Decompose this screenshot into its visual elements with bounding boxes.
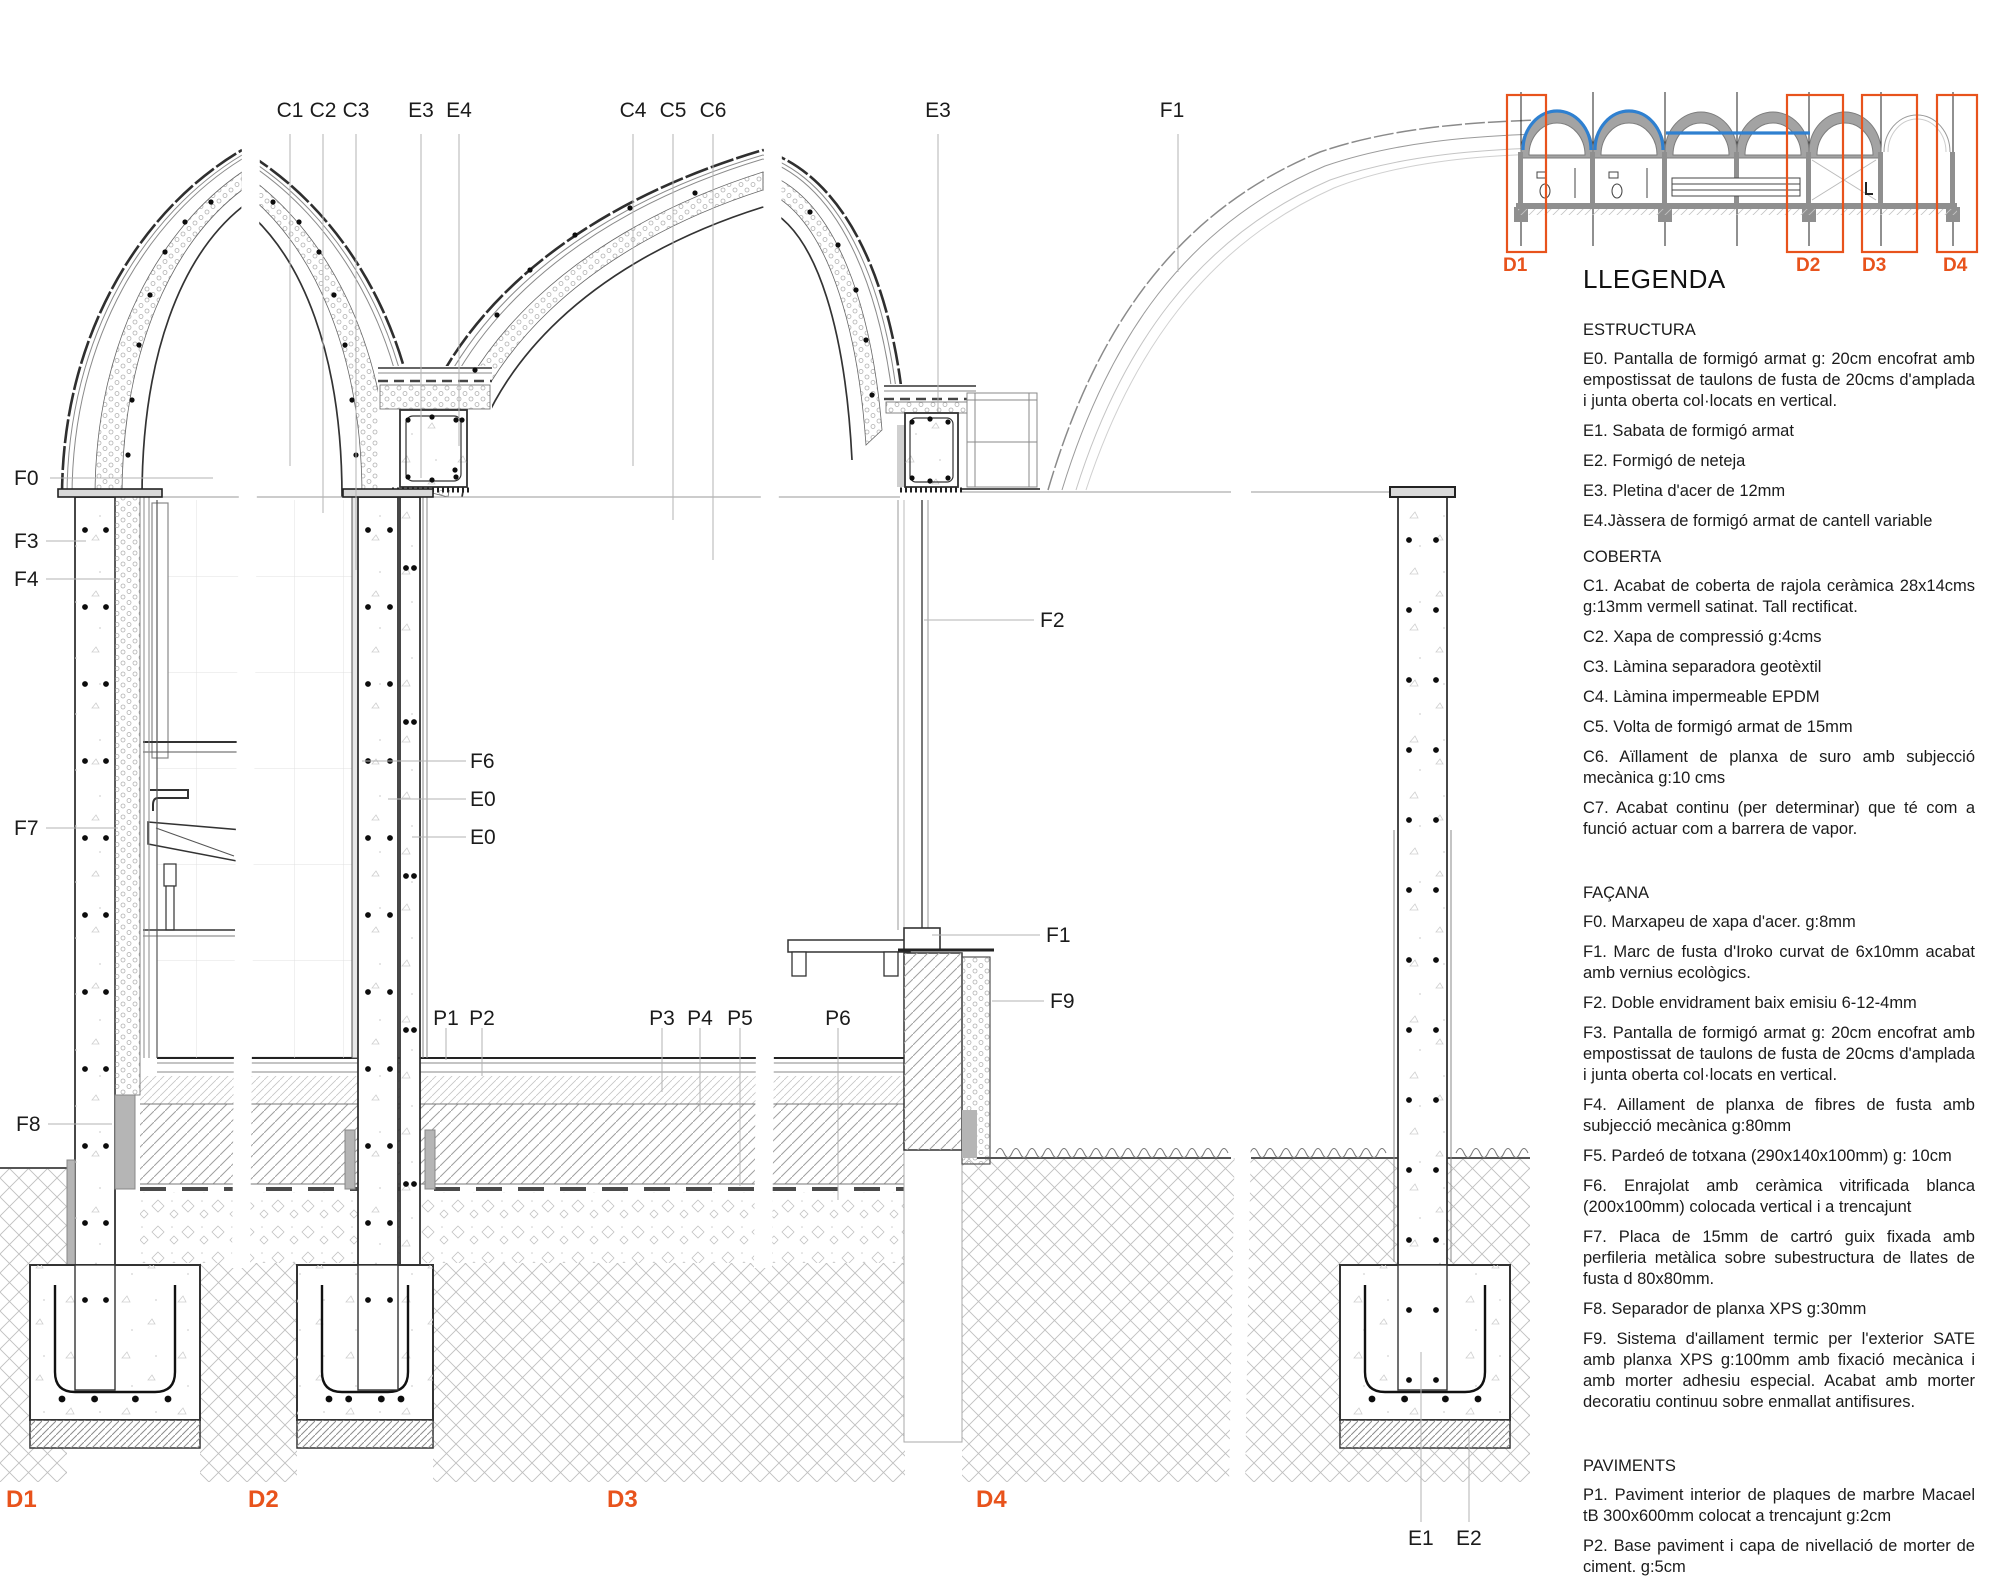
callout-p1: P1 <box>433 1007 459 1030</box>
bench <box>787 939 911 953</box>
drain-pipe <box>165 885 175 931</box>
callout-f8: F8 <box>16 1113 41 1136</box>
valley-beam-e4 <box>378 366 492 493</box>
wall-d1 <box>57 488 163 1266</box>
callout-p2: P2 <box>469 1007 495 1030</box>
legend: LLEGENDA ESTRUCTURA E0. Pantalla de formi… <box>1583 264 1975 1579</box>
detail-label-d3: D3 <box>607 1486 638 1513</box>
legend-item: F7. Placa de 15mm de cartró guix fixada … <box>1583 1228 1975 1288</box>
callout-f3: F3 <box>14 530 39 553</box>
callout-f7: F7 <box>14 817 39 840</box>
legend-item: C7. Acabat continu (per determinar) que … <box>1583 799 1975 838</box>
legend-item: E4.Jàssera de formigó armat de cantell v… <box>1583 512 1933 530</box>
legend-item: F4. Aillament de planxa de fibres de fus… <box>1583 1096 1975 1135</box>
callout-e1: E1 <box>1408 1527 1434 1550</box>
keyplan-marker-d3: D3 <box>1862 255 1887 276</box>
leader-lines <box>46 134 1470 1522</box>
end-arch-frame <box>962 119 1541 493</box>
iroko-frame <box>903 927 941 951</box>
clerestory-box <box>966 392 1038 488</box>
legend-item: E2. Formigó de neteja <box>1583 452 1746 470</box>
callout-p3: P3 <box>649 1007 675 1030</box>
callout-p4: P4 <box>687 1007 713 1030</box>
callout-e2: E2 <box>1456 1527 1482 1550</box>
callout-e3-top-3: E3 <box>408 99 434 122</box>
legend-section-heading: COBERTA <box>1583 548 1662 566</box>
callout-c2-top-1: C2 <box>309 99 337 122</box>
callout-p6: P6 <box>825 1007 851 1030</box>
legend-item: P1. Paviment interior de plaques de marb… <box>1583 1486 1975 1525</box>
mirror <box>151 502 169 759</box>
wall-d4 <box>1389 486 1456 1266</box>
keyplan-marker-d1: D1 <box>1503 255 1528 276</box>
legend-title: LLEGENDA <box>1583 264 1726 294</box>
legend-item: C2. Xapa de compressió g:4cms <box>1583 628 1822 646</box>
legend-item: F5. Pardeó de totxana (290x140x100mm) g:… <box>1583 1147 1952 1165</box>
legend-item: F6. Enrajolat amb ceràmica vitrificada b… <box>1583 1177 1975 1216</box>
legend-item: F9. Sistema d'aillament termic per l'ext… <box>1583 1330 1975 1411</box>
legend-section-heading: PAVIMENTS <box>1583 1457 1676 1475</box>
callout-e3-top-8: E3 <box>925 99 951 122</box>
legend-item: C5. Volta de formigó armat de 15mm <box>1583 718 1853 736</box>
wall-d2 <box>342 488 436 1266</box>
legend-item: P2. Base paviment i capa de nivellació d… <box>1583 1537 1975 1576</box>
legend-item: C4. Làmina impermeable EPDM <box>1583 688 1820 706</box>
callout-f2-3: F2 <box>1040 609 1065 632</box>
detail-markers <box>1505 93 1979 254</box>
callout-f9-5: F9 <box>1050 990 1075 1013</box>
legend-item: E3. Pletina d'acer de 12mm <box>1583 482 1786 500</box>
window-d3 <box>787 500 994 1443</box>
callout-c4-top-5: C4 <box>619 99 647 122</box>
legend-item: E0. Pantalla de formigó armat g: 20cm en… <box>1583 350 1975 410</box>
callout-e0-2: E0 <box>470 826 496 849</box>
legend-item: F1. Marc de fusta d'Iroko curvat de 6x10… <box>1583 943 1975 982</box>
legend-item: E1. Sabata de formigó armat <box>1583 422 1794 440</box>
legend-item: C3. Làmina separadora geotèxtil <box>1583 658 1822 676</box>
callout-f1-top-9: F1 <box>1159 99 1185 122</box>
legend-item: F2. Doble envidrament baix emisiu 6-12-4… <box>1583 994 1917 1012</box>
callout-p5: P5 <box>727 1007 753 1030</box>
callout-c6-top-7: C6 <box>699 99 727 122</box>
floor-buildup <box>140 1057 905 1263</box>
callout-e0-1: E0 <box>470 788 496 811</box>
callout-f4: F4 <box>14 568 39 591</box>
legend-item: C1. Acabat de coberta de rajola ceràmica… <box>1583 577 1975 616</box>
break-lines <box>232 138 1251 1486</box>
callout-c1-top-0: C1 <box>276 99 304 122</box>
legend-item: F0. Marxapeu de xapa d'acer. g:8mm <box>1583 913 1856 931</box>
faucet <box>150 789 189 811</box>
callout-f0: F0 <box>14 467 39 490</box>
legend-item: F8. Separador de planxa XPS g:30mm <box>1583 1300 1867 1318</box>
exterior-grade <box>977 1148 1530 1159</box>
key-plan <box>1505 92 1979 254</box>
callout-e4-top-4: E4 <box>446 99 472 122</box>
legend-section-heading: ESTRUCTURA <box>1583 321 1696 339</box>
legend-item: C6. Aïllament de planxa de suro amb subj… <box>1583 748 1975 787</box>
callout-f6-0: F6 <box>470 750 495 773</box>
detail-label-d4: D4 <box>976 1486 1007 1513</box>
legend-section-heading: FAÇANA <box>1583 884 1650 902</box>
callout-c5-top-6: C5 <box>659 99 687 122</box>
detail-label-d1: D1 <box>6 1486 37 1513</box>
keyplan-marker-d4: D4 <box>1943 255 1968 276</box>
steel-sill-plate <box>57 488 163 498</box>
callout-f1-4: F1 <box>1046 924 1071 947</box>
callout-c3-top-2: C3 <box>342 99 370 122</box>
keyplan-marker-d2: D2 <box>1796 255 1821 276</box>
detail-label-d2: D2 <box>248 1486 279 1513</box>
legend-item: F3. Pantalla de formigó armat g: 20cm en… <box>1583 1024 1975 1084</box>
valley-beam-e3 <box>884 384 976 493</box>
